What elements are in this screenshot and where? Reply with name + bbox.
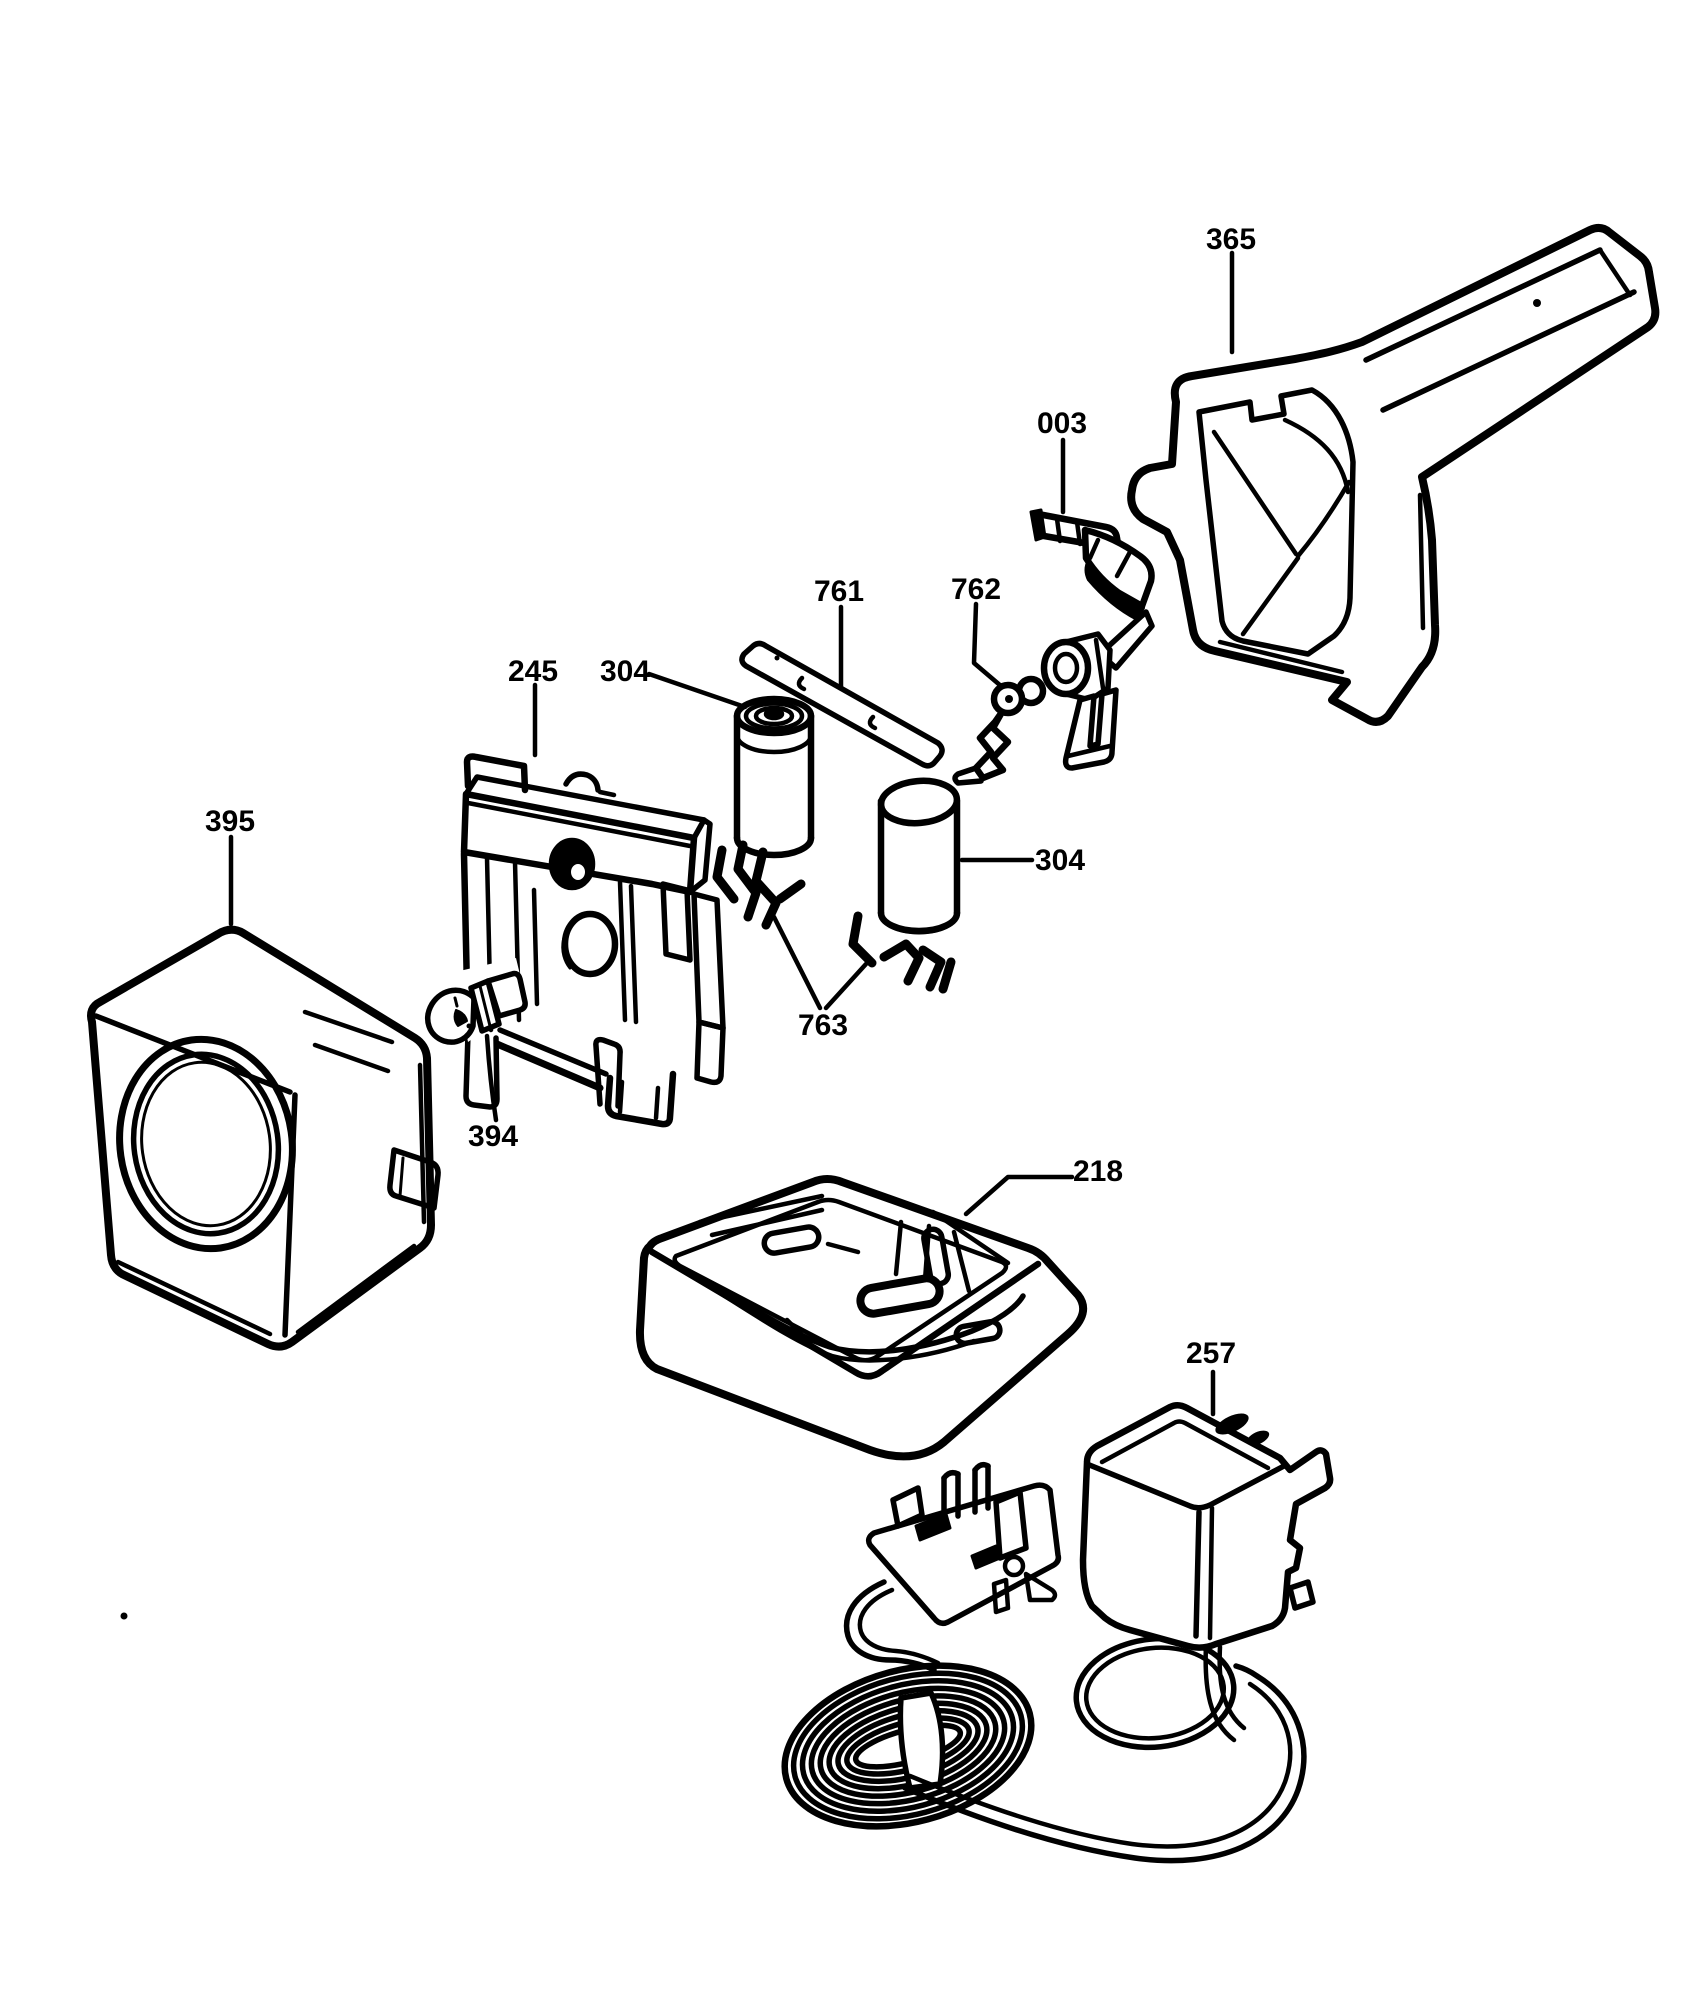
svg-text:761: 761 bbox=[814, 575, 864, 608]
svg-text:304: 304 bbox=[600, 655, 650, 688]
svg-text:257: 257 bbox=[1186, 1337, 1236, 1370]
svg-text:245: 245 bbox=[508, 655, 558, 688]
svg-text:304: 304 bbox=[1035, 844, 1085, 877]
svg-text:395: 395 bbox=[205, 805, 255, 838]
svg-text:762: 762 bbox=[951, 573, 1001, 606]
svg-text:763: 763 bbox=[798, 1009, 848, 1042]
svg-text:003: 003 bbox=[1037, 407, 1087, 440]
svg-text:218: 218 bbox=[1073, 1155, 1123, 1188]
svg-text:394: 394 bbox=[468, 1120, 518, 1153]
svg-text:365: 365 bbox=[1206, 223, 1256, 256]
